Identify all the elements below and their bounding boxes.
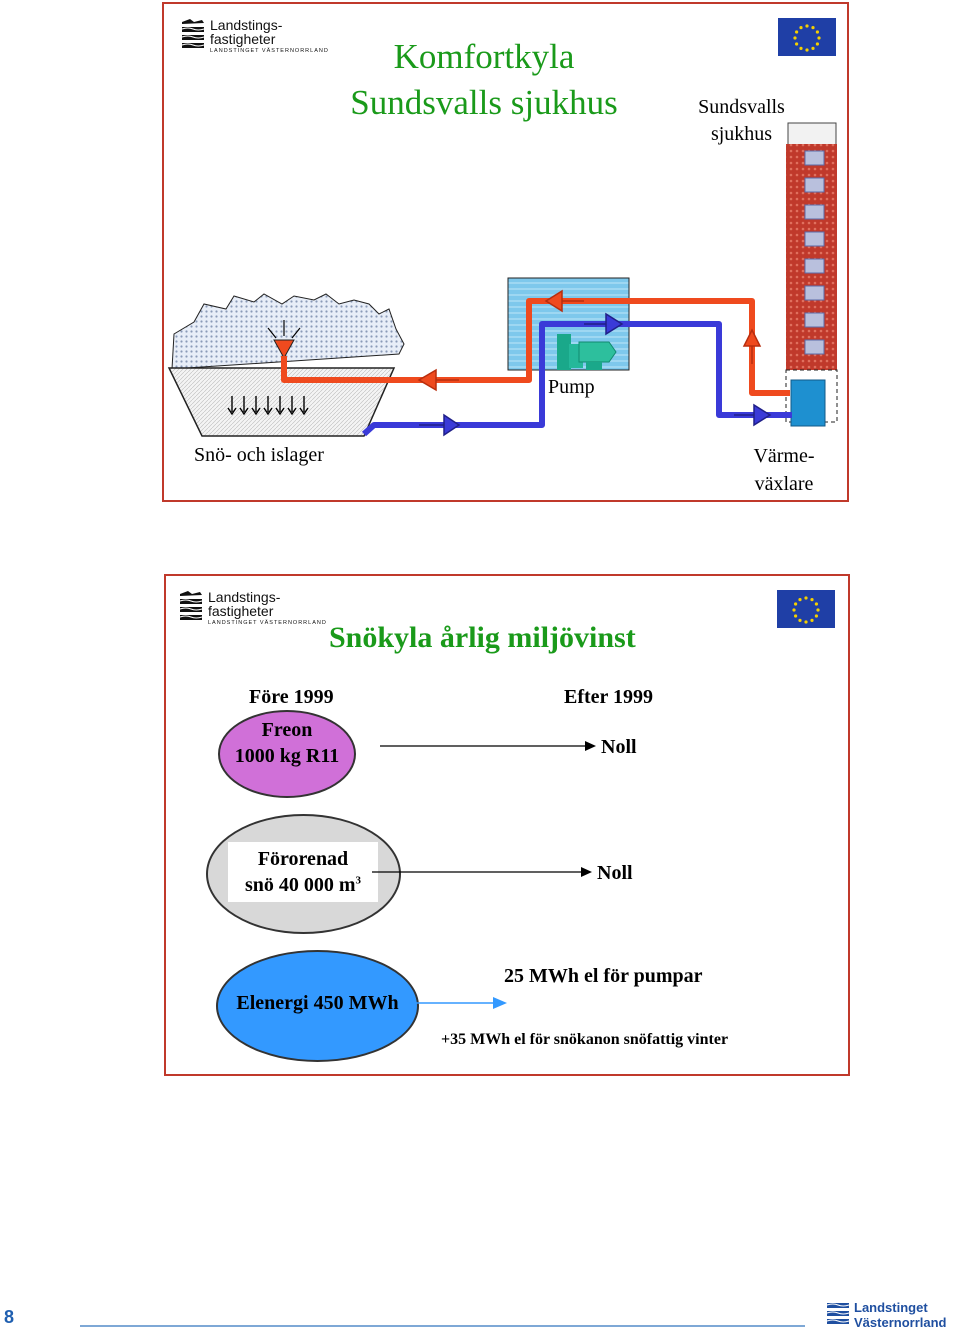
- eu-flag-icon: [778, 18, 836, 56]
- storage-label: Snö- och islager: [194, 444, 324, 466]
- snow-label: Förorenad: [257, 848, 349, 870]
- landstingsfastigheter-logo: Landstings- fastigheter LANDSTINGET VÄST…: [180, 17, 328, 58]
- slide-title-line2: Sundsvalls sjukhus: [350, 83, 618, 122]
- hot-pipe: [281, 298, 790, 396]
- logo-line3: LANDSTINGET VÄSTERNORRLAND: [210, 48, 329, 54]
- logo-waves-icon: [181, 19, 205, 48]
- after-header: Efter 1999: [564, 686, 654, 708]
- logo-line2: fastigheter: [210, 31, 276, 47]
- slide-title: Snökyla årlig miljövinst: [329, 621, 636, 654]
- snow-amount: snö 40 000 m3: [244, 874, 362, 896]
- exchanger-label-line2: växlare: [754, 473, 814, 495]
- arrow-right-icon: [409, 997, 507, 1009]
- freon-label: Freon: [261, 719, 313, 741]
- arrow-right-icon: [372, 867, 592, 877]
- landstingsfastigheter-logo: Landstings- fastigheter LANDSTINGET VÄST…: [178, 589, 326, 630]
- energy-label: Elenergi 450 MWh: [236, 992, 399, 1014]
- cold-pipe: [361, 321, 792, 437]
- footer-divider: [80, 1325, 805, 1327]
- slide-komfortkyla: Landstings- fastigheter LANDSTINGET VÄST…: [162, 2, 849, 502]
- logo-waves-icon: [826, 1303, 850, 1324]
- logo-line3: LANDSTINGET VÄSTERNORRLAND: [208, 620, 327, 626]
- pump-label: Pump: [548, 376, 595, 398]
- arrow-right-icon: [380, 741, 596, 751]
- snow-pile: [167, 293, 405, 437]
- footer-logo-line2: Västernorrland: [854, 1315, 947, 1330]
- snow-text-box: [228, 842, 378, 902]
- logo-line1: Landstings-: [208, 589, 281, 605]
- logo-waves-icon: [179, 591, 203, 620]
- before-header: Före 1999: [249, 686, 334, 708]
- hospital-label-line1: Sundsvalls: [698, 96, 785, 118]
- hospital-label-line2: sjukhus: [710, 123, 773, 145]
- eu-flag-icon: [777, 590, 835, 628]
- cooling-diagram: [167, 122, 838, 437]
- flow-arrows: [417, 289, 772, 437]
- hospital-building: [785, 122, 838, 427]
- pump-icon: [557, 334, 617, 370]
- energy-ellipse: [216, 950, 419, 1062]
- snow-after: Noll: [597, 862, 633, 884]
- slide-title-line1: Komfortkyla: [393, 37, 575, 76]
- logo-line2: fastigheter: [208, 603, 274, 619]
- energy-after-pumps: 25 MWh el för pumpar: [504, 965, 703, 987]
- freon-ellipse: [218, 710, 356, 798]
- freon-after: Noll: [601, 736, 637, 758]
- energy-after-snowcannon: +35 MWh el för snökanon snöfattig vinter: [441, 1031, 729, 1048]
- footer-logo-line1: Landstinget: [854, 1300, 928, 1315]
- logo-line1: Landstings-: [210, 17, 283, 33]
- page-number: 8: [4, 1307, 15, 1327]
- landstinget-vasternorrland-logo: Landstinget Västernorrland: [826, 1300, 960, 1332]
- slide-miljovinst: Landstings- fastigheter LANDSTINGET VÄST…: [164, 574, 850, 1076]
- exchanger-label-line1: Värme-: [753, 445, 815, 467]
- freon-amount: 1000 kg R11: [234, 745, 340, 767]
